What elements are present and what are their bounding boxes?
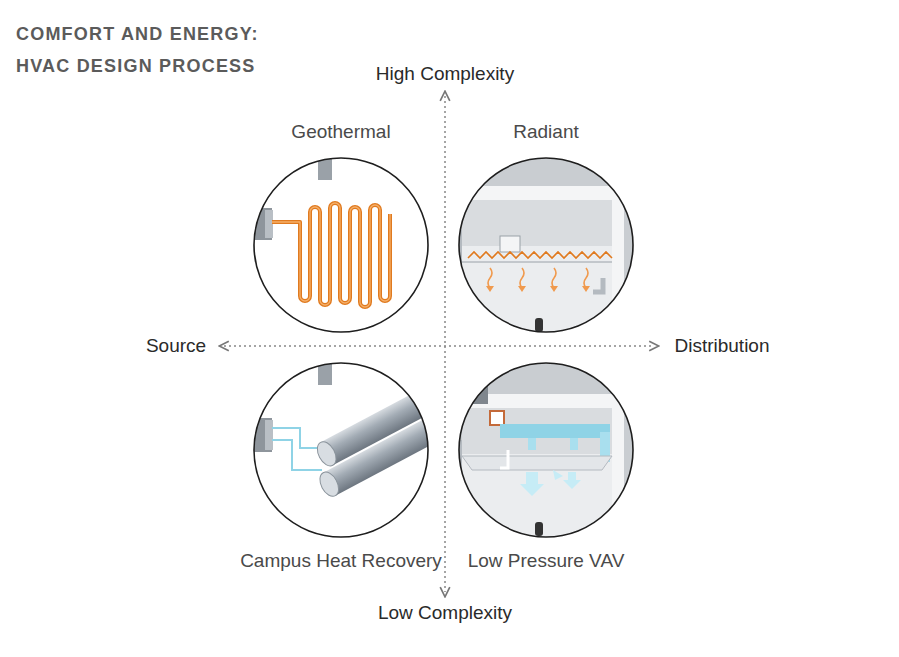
low-pressure-vav-illustration [462, 456, 612, 470]
campus-heat-recovery-illustration [272, 440, 322, 470]
circle-outline [459, 158, 633, 332]
radiant-illustration [486, 286, 590, 292]
radiant-illustration [584, 268, 588, 288]
campus-heat-recovery-illustration [303, 377, 470, 500]
circle-node: Radiant [458, 157, 634, 333]
radiant-illustration [550, 286, 558, 292]
radiant-illustration [518, 286, 526, 292]
low-pressure-vav-illustration [520, 470, 581, 496]
node-heading: Low Pressure VAV [468, 550, 625, 572]
axes [444, 96, 446, 592]
node-heading: Geothermal [291, 121, 390, 143]
radiant-illustration [500, 236, 520, 252]
campus-heat-recovery-illustration [250, 355, 470, 499]
circle-grounds [254, 158, 633, 537]
radiant-illustration [455, 270, 461, 284]
low-pressure-vav-illustration [563, 472, 581, 489]
axis-label: Source [143, 335, 209, 357]
low-pressure-vav-illustration [462, 408, 612, 548]
campus-heat-recovery-illustration [314, 439, 340, 469]
radiant-illustration [535, 318, 543, 332]
circle-outline [459, 363, 633, 537]
circle-outline [254, 363, 428, 537]
radiant-illustration [593, 278, 603, 292]
circle-outline [458, 362, 634, 538]
axes [224, 345, 654, 347]
low-pressure-vav-illustration [612, 394, 624, 554]
radiant-illustration [462, 200, 612, 340]
low-pressure-vav-illustration [468, 378, 488, 404]
diagram-title: COMFORT AND ENERGY: HVAC DESIGN PROCESS [16, 18, 316, 82]
radiant-illustration [582, 286, 590, 292]
radiant-illustration [468, 252, 612, 258]
circle-outline [458, 157, 634, 333]
circle-node: Campus Heat Recovery [253, 362, 429, 538]
low-pressure-vav-illustration [535, 522, 543, 536]
radiant-illustration [462, 200, 612, 246]
low-pressure-vav-illustration [490, 411, 504, 425]
low-pressure-vav-illustration [455, 355, 645, 554]
circle-outline [254, 158, 428, 332]
axis-label: Low Complexity [375, 602, 515, 624]
low-pressure-vav-illustration [520, 472, 544, 496]
geothermal-illustration [272, 203, 390, 307]
geothermal-illustration [250, 150, 390, 307]
axes [224, 96, 654, 592]
low-pressure-vav-illustration [500, 450, 508, 468]
campus-heat-recovery-illustration [265, 420, 273, 450]
radiant-illustration [486, 286, 494, 292]
campus-heat-recovery-illustration [318, 355, 332, 385]
axis-label: High Complexity [373, 63, 517, 85]
circle-outline [253, 362, 429, 538]
radiant-illustration [488, 268, 492, 288]
low-pressure-vav-illustration [553, 470, 563, 480]
low-pressure-vav-illustration [570, 438, 578, 450]
geothermal-illustration [272, 203, 390, 307]
geothermal-illustration [318, 150, 332, 180]
campus-heat-recovery-illustration [316, 469, 342, 499]
radiant-illustration [612, 186, 624, 346]
node-heading: Campus Heat Recovery [240, 550, 442, 572]
radiant-illustration [552, 268, 556, 288]
geothermal-illustration [265, 210, 273, 238]
circle-node: Geothermal [253, 157, 429, 333]
low-pressure-vav-illustration [528, 438, 536, 450]
axis-label: Distribution [671, 335, 772, 357]
low-pressure-vav-illustration [462, 408, 612, 454]
radiant-illustration [455, 150, 645, 346]
circle-outline [253, 157, 429, 333]
node-heading: Radiant [513, 121, 579, 143]
circle-node: Low Pressure VAV [458, 362, 634, 538]
low-pressure-vav-illustration [500, 424, 610, 438]
radiant-illustration [462, 262, 612, 263]
circle-grounds [254, 158, 428, 332]
radiant-illustration [488, 268, 588, 288]
radiant-illustration [520, 268, 524, 288]
campus-heat-recovery-illustration [323, 401, 469, 495]
